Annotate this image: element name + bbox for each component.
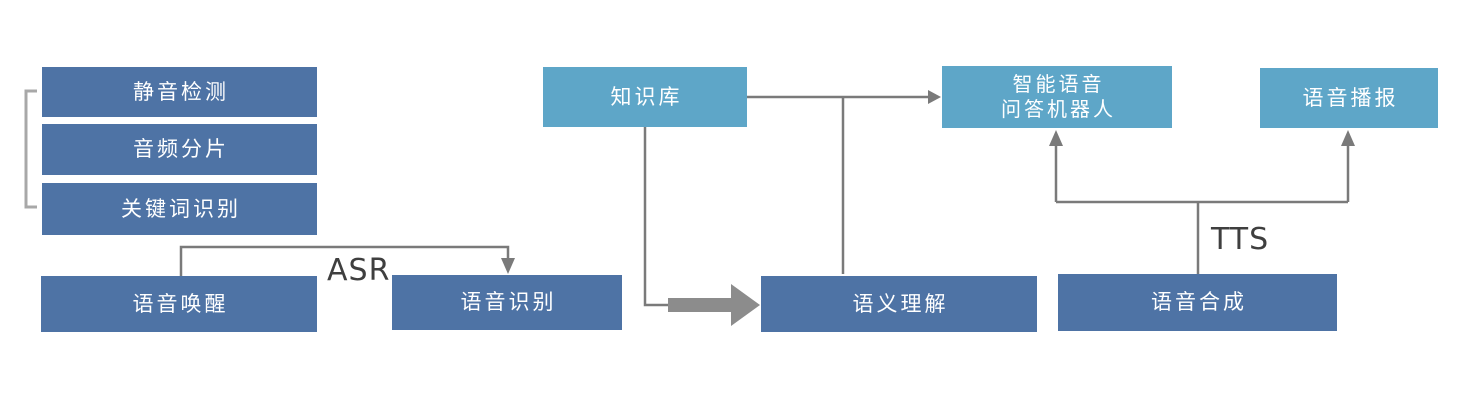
node-speech-synthesis: 语音合成 xyxy=(1058,274,1337,331)
node-qa-robot: 智能语音 问答机器人 xyxy=(942,66,1172,128)
node-label-line1: 智能语音 xyxy=(1012,72,1105,96)
node-silence-detection: 静音检测 xyxy=(42,67,317,117)
node-voice-wakeup: 语音唤醒 xyxy=(41,276,317,332)
asr-arrowhead-icon xyxy=(501,258,515,274)
edge-label-asr: ASR xyxy=(327,253,391,288)
node-speech-recognition: 语音识别 xyxy=(392,275,622,330)
block-arrow-to-semantic-icon xyxy=(668,284,760,326)
node-knowledge-base: 知识库 xyxy=(543,67,747,127)
tts-connector xyxy=(1049,130,1355,274)
node-semantic-understanding: 语义理解 xyxy=(761,276,1037,332)
node-keyword-recognition: 关键词识别 xyxy=(42,183,317,235)
node-voice-broadcast: 语音播报 xyxy=(1260,68,1438,128)
node-label: 语音合成 xyxy=(1151,290,1247,315)
edge-label-tts: TTS xyxy=(1211,222,1270,257)
node-label: 语音识别 xyxy=(460,290,557,315)
node-label: 语音唤醒 xyxy=(132,291,229,316)
node-label: 关键词识别 xyxy=(121,196,241,221)
node-label: 语义理解 xyxy=(852,291,949,316)
node-label: 语音播报 xyxy=(1302,85,1399,110)
kb-to-robot-arrow xyxy=(747,90,941,104)
node-label-line2: 问答机器人 xyxy=(1001,97,1116,121)
node-label: 知识库 xyxy=(610,84,683,109)
node-label: 音频分片 xyxy=(133,137,229,162)
kb-elbow-line xyxy=(643,127,670,307)
kb-arrowhead-icon xyxy=(928,90,941,104)
node-audio-slicing: 音频分片 xyxy=(42,124,317,175)
tts-right-arrowhead-icon xyxy=(1341,130,1355,146)
node-label: 静音检测 xyxy=(133,79,229,104)
tts-left-arrowhead-icon xyxy=(1049,130,1063,146)
group-bracket xyxy=(24,89,37,209)
